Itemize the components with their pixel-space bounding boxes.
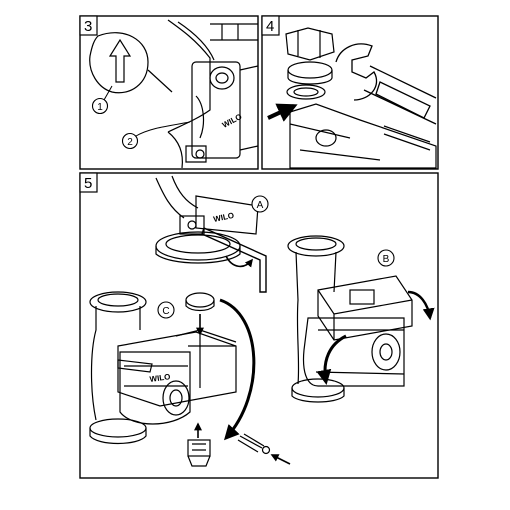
panel-4-frame — [261, 15, 439, 170]
panel-5: 5 WILO A — [79, 172, 439, 479]
panel-5-number: 5 — [84, 175, 92, 192]
plug-icon — [187, 439, 211, 467]
panel-3-number: 3 — [84, 18, 92, 35]
callout-2-circle — [121, 132, 139, 150]
panel-3: 3 WILO 1 2 — [79, 15, 259, 170]
allen-key-icon — [201, 227, 267, 293]
callout-1-circle — [91, 97, 109, 115]
pump-sketch-panel-3 — [167, 19, 259, 169]
view-b-pump — [287, 235, 413, 403]
panel-4: 4 — [261, 15, 439, 170]
panel-4-number-box — [261, 15, 280, 36]
spanner-icon — [335, 43, 437, 125]
union-nut — [285, 27, 335, 85]
callout-2-leader — [135, 121, 191, 137]
callout-2-number: 2 — [127, 137, 133, 148]
callout-1-number: 1 — [97, 102, 103, 113]
view-a-pump-detail — [155, 175, 259, 264]
push-arrow-icon — [267, 103, 298, 122]
panel-5-number-box — [79, 172, 98, 193]
view-b-label-circle — [377, 249, 395, 267]
view-c-label-circle — [157, 301, 175, 319]
pump-body-panel-4 — [289, 103, 437, 169]
panel-3-number-box — [79, 15, 98, 36]
removed-cover-cap — [185, 292, 215, 312]
screw-push-arrow-icon — [270, 454, 291, 465]
panel-4-number: 4 — [266, 18, 274, 35]
view-b-lower-arrow-icon — [316, 334, 347, 385]
view-b-label: B — [383, 254, 390, 265]
view-c-brand-label: WILO — [149, 372, 171, 384]
panel-5-frame — [79, 172, 439, 479]
view-c-label: C — [162, 306, 169, 317]
up-arrow-icon — [108, 38, 132, 83]
view-b-side-arrow-icon — [407, 290, 435, 321]
swap-curved-arrow-icon — [219, 298, 256, 441]
seal-ring — [286, 84, 326, 100]
screw-icon — [237, 433, 271, 455]
panel-3-frame — [79, 15, 259, 170]
rotation-arrow-icon — [225, 255, 254, 268]
callout-1-leader — [103, 85, 113, 101]
callout-bubble — [89, 32, 173, 94]
view-a-brand-label: WILO — [213, 211, 235, 224]
view-a-label-circle — [251, 195, 269, 213]
view-a-label: A — [257, 200, 264, 211]
